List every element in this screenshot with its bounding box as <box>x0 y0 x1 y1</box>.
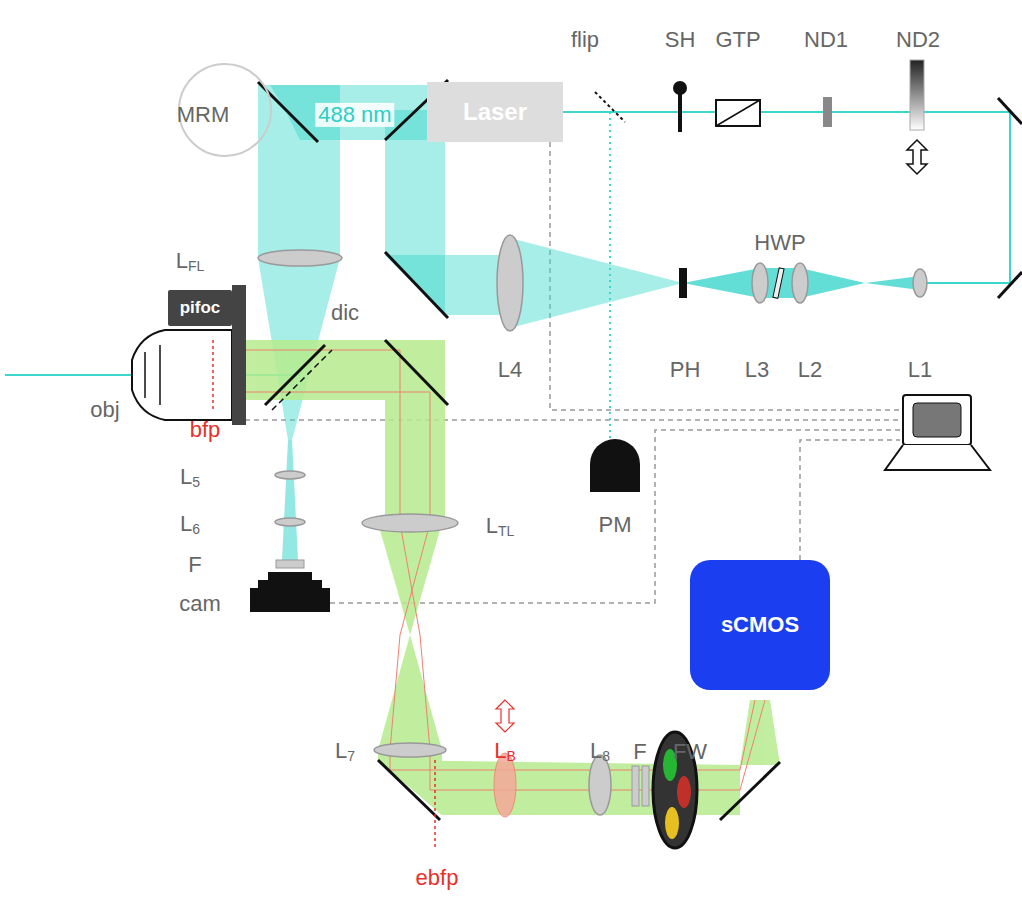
excitation-beam <box>5 85 1010 560</box>
pinhole <box>679 268 687 298</box>
polarizer <box>716 100 760 126</box>
part-label: HWP <box>754 231 805 255</box>
part-label: ND2 <box>896 28 940 52</box>
shutter <box>673 81 687 132</box>
image-plane <box>434 760 436 850</box>
lens <box>258 235 927 815</box>
node-text: pifoc <box>180 298 221 318</box>
objective <box>132 285 246 425</box>
part-label: dic <box>331 301 359 325</box>
part-label: flip <box>571 28 599 52</box>
power-meter <box>590 439 640 492</box>
part-label: L2 <box>798 358 822 382</box>
part-label: L4 <box>498 358 522 382</box>
part-label: L5 <box>180 465 200 490</box>
plane-label: bfp <box>190 418 221 442</box>
part-label: L1 <box>908 358 932 382</box>
part-label: LFL <box>176 249 205 274</box>
mirror <box>258 80 1022 820</box>
part-label: obj <box>90 398 119 422</box>
part-label: L3 <box>745 358 769 382</box>
camera <box>250 572 330 612</box>
flip-mirror <box>595 92 625 122</box>
part-label: F <box>633 740 646 764</box>
part-label: SH <box>665 28 696 52</box>
part-label: L6 <box>180 512 200 537</box>
nd-filter <box>910 60 924 130</box>
part-label: L8 <box>590 739 610 764</box>
part-label: FW <box>673 740 707 764</box>
camera-box: sCMOS <box>690 560 830 690</box>
wavelength-label: 488 nm <box>315 103 394 127</box>
filter <box>276 560 304 568</box>
move-arrow <box>496 700 514 732</box>
move-arrow <box>907 140 927 174</box>
half-wave-plate <box>773 268 784 298</box>
part-label: ND1 <box>804 28 848 52</box>
dichroic <box>265 345 332 410</box>
part-label: PH <box>670 358 701 382</box>
filter <box>632 766 649 806</box>
computer <box>885 395 990 470</box>
plane-label: ebfp <box>416 866 459 890</box>
part-label: MRM <box>177 103 230 127</box>
part-label: GTP <box>715 28 760 52</box>
node-text: sCMOS <box>721 612 799 638</box>
part-label: F <box>188 553 201 577</box>
part-label: LTL <box>486 514 515 539</box>
part-label: cam <box>179 592 221 616</box>
laser-box: Laser <box>427 82 563 142</box>
nd-filter <box>823 97 832 127</box>
ray-trace <box>230 350 765 790</box>
part-label: LB <box>494 739 516 764</box>
piezo-box: pifoc <box>168 290 232 326</box>
part-label: PM <box>599 513 632 537</box>
part-label: L7 <box>335 739 355 764</box>
node-text: Laser <box>463 98 527 126</box>
